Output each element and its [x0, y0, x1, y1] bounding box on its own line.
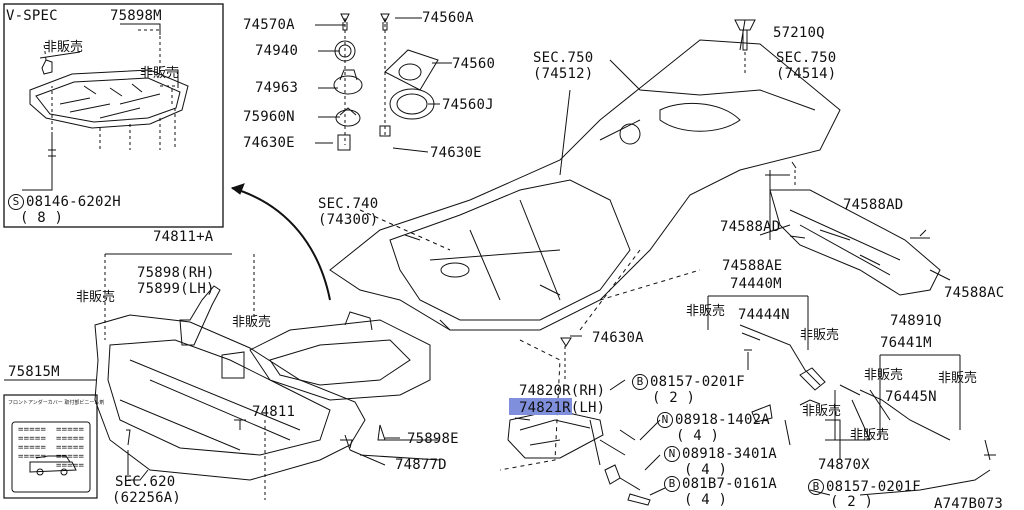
highlight-74821R [509, 398, 572, 415]
label-74560: 74560 [452, 56, 496, 72]
floor-panel-drawing [329, 19, 841, 471]
label-74560J: 74560J [442, 97, 494, 113]
label-74870X: 74870X [818, 457, 870, 473]
label-57210Q: 57210Q [773, 25, 825, 41]
caution-tag-lines-right: ===== ===== ===== ===== ===== [56, 425, 85, 471]
label-sec750-b: SEC.750 [776, 50, 837, 66]
label-75898E: 75898E [407, 431, 459, 447]
label-sec750-b-num: (74514) [776, 66, 837, 82]
label-74630E-right: 74630E [430, 145, 482, 161]
bolt-mark-b-2: B [664, 476, 680, 492]
label-74811-A: 74811+A [153, 229, 214, 245]
label-not-sold-a: 非販売 [76, 290, 116, 305]
vspec-cover-drawing [22, 23, 189, 191]
label-sec750-a-num: (74512) [533, 66, 594, 82]
label-not-sold-d: 非販売 [800, 328, 840, 343]
bolt-mark-b: B [632, 374, 648, 390]
qty-08918-3401A: ( 4 ) [684, 462, 728, 478]
label-74820R: 74820R(RH) [519, 383, 606, 399]
label-sec620: SEC.620 [115, 474, 176, 490]
bolt-mark-b-3: B [808, 479, 824, 495]
label-74588AE: 74588AE [722, 258, 783, 274]
qty-08157-b: ( 2 ) [830, 494, 874, 510]
label-74877D: 74877D [395, 457, 447, 473]
label-75815M: 75815M [8, 364, 60, 380]
label-not-sold-h: 非販売 [850, 428, 890, 443]
label-sec740: SEC.740 [318, 196, 379, 212]
frame-bracket-drawing [507, 335, 651, 506]
caution-tag-lines-left: ===== ===== ===== ===== [18, 425, 47, 462]
label-not-sold-e: 非販売 [802, 404, 842, 419]
label-not-sold-g: 非販売 [938, 371, 978, 386]
qty-08157-a: ( 2 ) [652, 390, 696, 406]
label-sec620-num: (62256A) [112, 490, 182, 506]
label-74560A: 74560A [422, 10, 474, 26]
label-76441M: 76441M [880, 335, 932, 351]
qty-08918-1402A: ( 4 ) [676, 428, 720, 444]
label-76445N: 76445N [885, 389, 937, 405]
front-cover-drawing [94, 253, 431, 500]
vspec-not-sold-label-2: 非販売 [140, 66, 180, 81]
label-75898RH: 75898(RH) [137, 265, 215, 281]
vspec-part-number: 75898M [110, 8, 162, 24]
vspec-not-sold-label-1: 非販売 [44, 40, 84, 55]
label-74440M: 74440M [730, 276, 782, 292]
qty-081B7-0161A: ( 4 ) [684, 492, 728, 508]
hardware-leaders [315, 13, 452, 153]
label-74588AD-right: 74588AD [843, 197, 904, 213]
label-74963: 74963 [255, 80, 299, 96]
label-75899LH: 75899(LH) [137, 281, 215, 297]
nut-mark-n: N [657, 412, 673, 428]
label-74940: 74940 [255, 43, 299, 59]
diagram-code: A747B073 [934, 496, 1004, 510]
label-74630A: 74630A [592, 330, 644, 346]
label-74444N: 74444N [738, 307, 790, 323]
label-74570A: 74570A [243, 17, 295, 33]
label-74811: 74811 [252, 404, 296, 420]
rod-drawing [707, 295, 996, 496]
label-74588AC: 74588AC [944, 285, 1005, 301]
label-not-sold-c: 非販売 [686, 304, 726, 319]
vspec-title: V-SPEC [6, 8, 58, 24]
screw-mark: S [8, 194, 24, 210]
vspec-bolt-qty: ( 8 ) [20, 210, 64, 226]
label-74588AD-left: 74588AD [720, 219, 781, 235]
label-sec750-a: SEC.750 [533, 50, 594, 66]
label-not-sold-f: 非販売 [864, 368, 904, 383]
label-74821R: 74821R(LH) [519, 400, 606, 416]
caution-tag-title: フロントアンダーカバー 取付部ビニール剤 [8, 400, 105, 406]
label-74891Q: 74891Q [890, 313, 942, 329]
label-75960N: 75960N [243, 109, 295, 125]
label-sec740-num: (74300) [318, 212, 379, 228]
label-not-sold-b: 非販売 [232, 315, 272, 330]
side-bracket-drawing [759, 161, 951, 296]
label-74630E-left: 74630E [243, 135, 295, 151]
nut-mark-n-2: N [664, 446, 680, 462]
